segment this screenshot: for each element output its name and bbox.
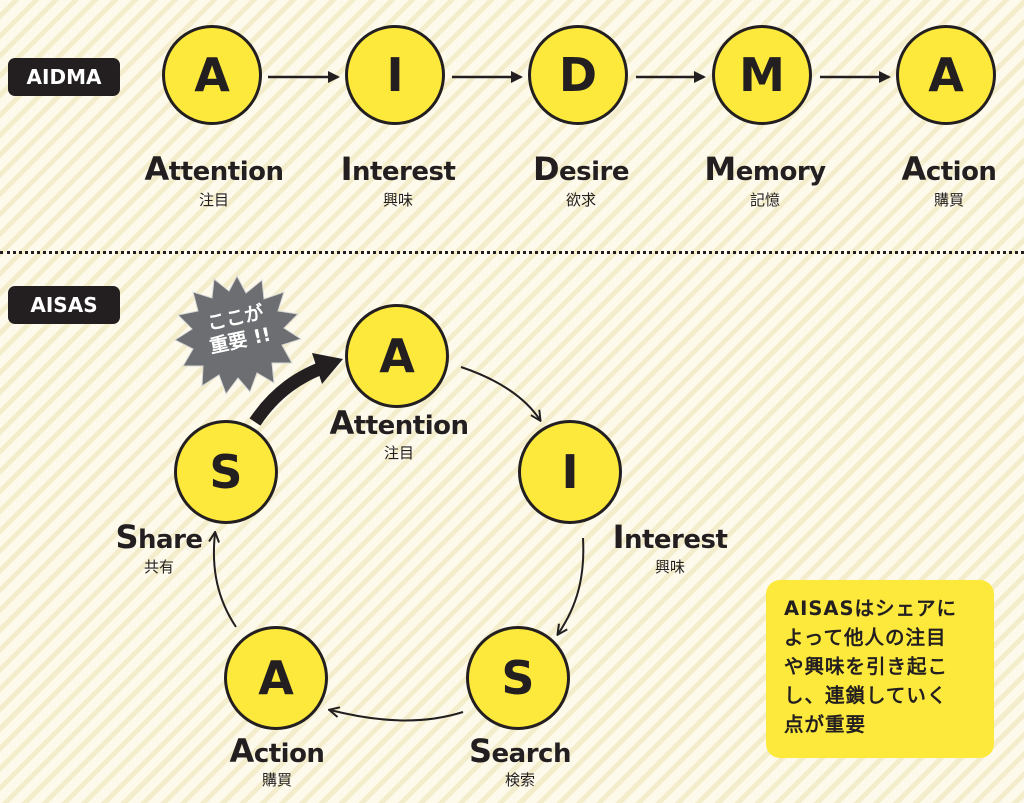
word-rest: emory: [735, 157, 826, 187]
aidma-jp-attention: 注目: [198, 191, 229, 209]
aidma-word-attention: Attention: [114, 153, 314, 187]
word-rest: nterest: [623, 525, 728, 555]
word-rest: ction: [253, 739, 325, 769]
word-cap: A: [144, 150, 170, 188]
aidma-word-interest: Interest: [298, 153, 498, 187]
note-line-1: AISASはシェアに: [784, 597, 958, 620]
aidma-word-desire: Desire: [481, 153, 681, 187]
aisas-jp-search: 検索: [504, 771, 535, 789]
word-cap: S: [115, 518, 139, 556]
word-rest: ttention: [353, 411, 469, 441]
aisas-word-interest: Interest: [570, 521, 770, 555]
note-line-2: よって他人の注目: [784, 626, 947, 649]
aisas-jp-interest: 興味: [654, 558, 685, 576]
aisas-word-attention: Attention: [299, 407, 499, 441]
aisas-circle-search: S: [466, 626, 570, 730]
word-rest: ction: [925, 157, 997, 187]
word-cap: S: [469, 732, 492, 770]
aidma-word-memory: Memory: [665, 153, 865, 187]
word-cap: I: [612, 518, 625, 556]
section-divider: [0, 251, 1024, 254]
note-line-3: や興味を引き起こ: [784, 655, 949, 678]
arrow-attention-interest: [460, 366, 540, 420]
aisas-word-search: Search: [420, 735, 620, 769]
note-line-5: 点が重要: [784, 713, 867, 736]
word-rest: ttention: [168, 157, 284, 187]
word-cap: A: [901, 150, 927, 188]
word-rest: hare: [138, 525, 203, 555]
word-cap: I: [340, 150, 353, 188]
aisas-circle-interest: I: [518, 420, 622, 524]
aidma-circle-action: A: [896, 25, 996, 125]
arrow-action-share: [214, 533, 237, 628]
note-line-4: し、連鎖していく: [784, 684, 948, 707]
aidma-jp-desire: 欲求: [565, 191, 596, 209]
aisas-circle-attention: A: [345, 304, 449, 408]
aidma-jp-interest: 興味: [382, 191, 413, 209]
aisas-note: AISASはシェアに よって他人の注目 や興味を引き起こ し、連鎖していく 点が…: [766, 580, 994, 758]
arrow-interest-search: [558, 537, 585, 634]
aisas-circle-share: S: [174, 420, 278, 524]
word-cap: D: [532, 150, 560, 188]
aidma-jp-memory: 記憶: [749, 191, 780, 209]
word-rest: earch: [491, 739, 572, 769]
aidma-circle-interest: I: [345, 25, 445, 125]
aidma-circle-memory: M: [712, 25, 812, 125]
aisas-word-action: Action: [177, 735, 377, 769]
aisas-tag: AISAS: [8, 286, 120, 324]
aisas-word-share: Share: [59, 521, 259, 555]
arrow-search-action: [330, 710, 464, 722]
word-cap: A: [329, 404, 355, 442]
aisas-circle-action: A: [224, 626, 328, 730]
word-cap: M: [704, 150, 736, 188]
aidma-tag: AIDMA: [8, 58, 120, 96]
aisas-jp-action: 購買: [261, 771, 292, 789]
word-rest: esire: [559, 157, 630, 187]
aidma-circle-attention: A: [162, 25, 262, 125]
word-rest: nterest: [351, 157, 456, 187]
aidma-word-action: Action: [849, 153, 1024, 187]
aisas-jp-share: 共有: [143, 558, 174, 576]
aidma-circle-desire: D: [528, 25, 628, 125]
word-cap: A: [229, 732, 255, 770]
aidma-jp-action: 購買: [933, 191, 964, 209]
aisas-big-arrowhead: [312, 353, 343, 384]
aisas-jp-attention: 注目: [383, 444, 414, 462]
burst-badge: [173, 274, 303, 396]
